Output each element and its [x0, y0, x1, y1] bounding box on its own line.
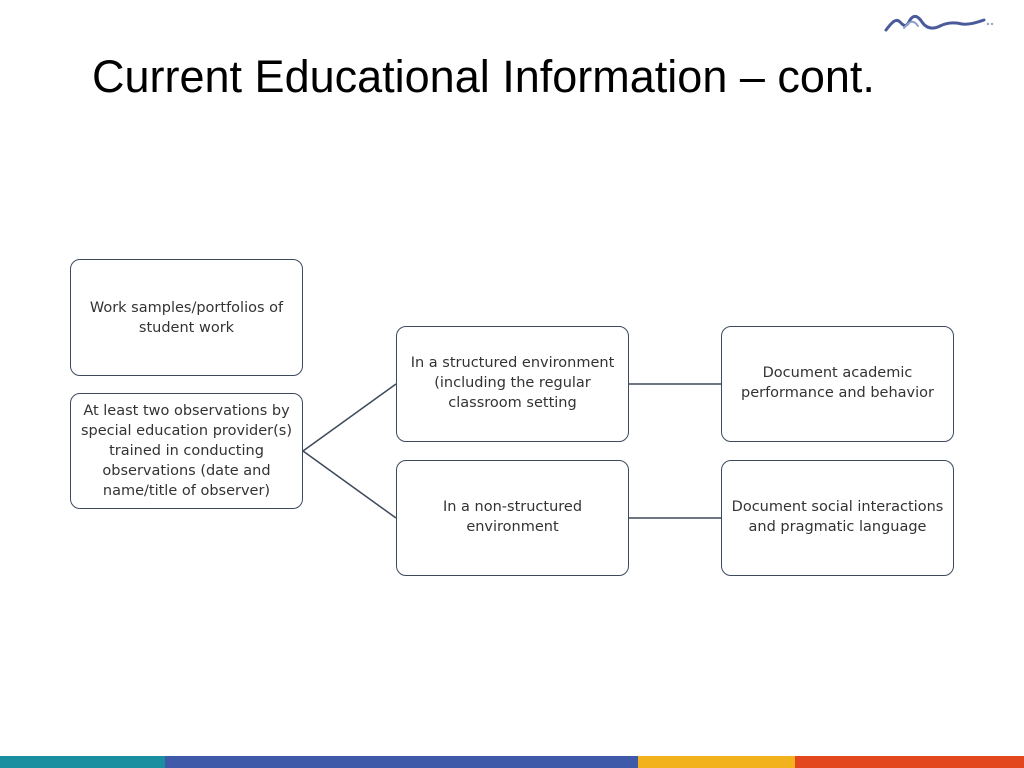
mountain-logo-icon	[884, 14, 994, 32]
node-document-academic: Document academic performance and behavi…	[721, 326, 954, 442]
node-non-structured-environment: In a non-structured environment	[396, 460, 629, 576]
footer-segment-teal	[0, 756, 165, 768]
connector-observations-nonstructured	[302, 450, 397, 519]
node-document-academic-label: Document academic performance and behavi…	[740, 365, 934, 401]
node-document-social: Document social interactions and pragmat…	[721, 460, 954, 576]
node-observations: At least two observations by special edu…	[70, 393, 303, 509]
node-observations-label: At least two observations by special edu…	[80, 403, 293, 499]
node-work-samples: Work samples/portfolios of student work	[70, 259, 303, 376]
footer-segment-yellow	[638, 756, 795, 768]
connector-observations-structured	[302, 383, 397, 452]
footer-segment-blue	[165, 756, 638, 768]
node-structured-environment: In a structured environment (including t…	[396, 326, 629, 442]
node-document-social-label: Document social interactions and pragmat…	[731, 499, 944, 535]
slide-title: Current Educational Information – cont.	[92, 51, 875, 102]
footer-color-bar	[0, 756, 1024, 768]
node-work-samples-label: Work samples/portfolios of student work	[89, 299, 284, 336]
node-non-structured-environment-label: In a non-structured environment	[442, 499, 583, 535]
footer-segment-red	[795, 756, 1024, 768]
node-structured-environment-label: In a structured environment (including t…	[410, 355, 615, 411]
